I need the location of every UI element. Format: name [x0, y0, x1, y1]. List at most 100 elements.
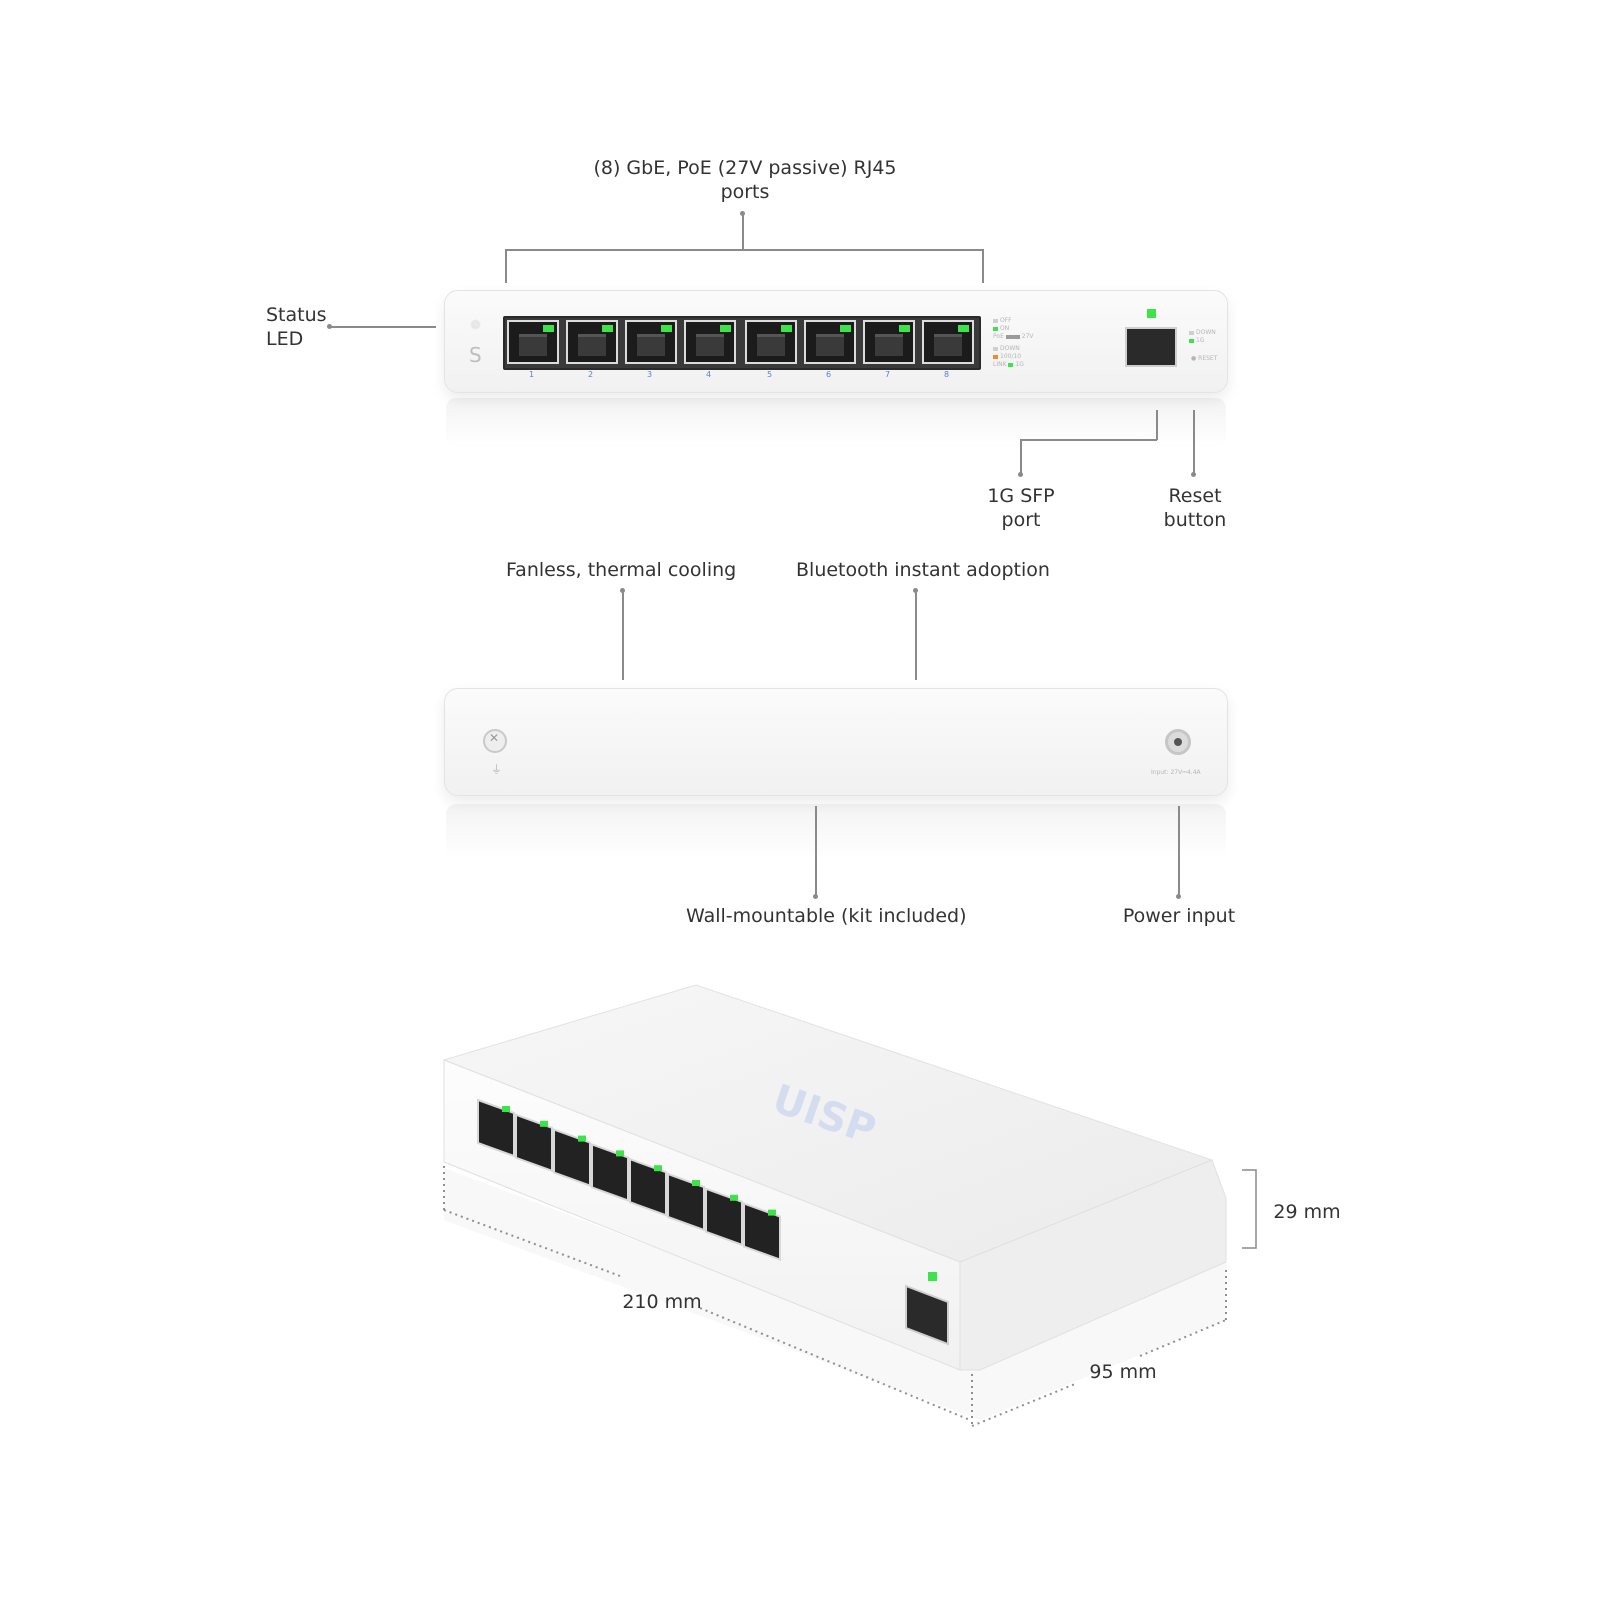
status-led	[472, 321, 479, 328]
dim-29-bracket	[1242, 1169, 1257, 1249]
power-callout-label: Power input	[1122, 905, 1236, 927]
port-led	[840, 325, 851, 332]
sfp-callout-line2: port	[1001, 509, 1041, 531]
port-led	[781, 325, 792, 332]
sfp-callout-line1: 1G SFP	[987, 485, 1055, 507]
port-led	[958, 325, 969, 332]
status-led-line2: LED	[266, 328, 304, 350]
iso-port-led	[730, 1194, 738, 1201]
ports-bracket-top	[505, 249, 983, 251]
rj45-port-8[interactable]	[922, 320, 974, 364]
status-led-callout-dot	[327, 324, 332, 329]
dim-210-line-a	[443, 1209, 621, 1277]
reset-callout-line	[1193, 410, 1195, 473]
port-jack	[696, 334, 724, 356]
rj45-port-5[interactable]	[745, 320, 797, 364]
rj45-port-3[interactable]	[625, 320, 677, 364]
dimension-depth: 95 mm	[1089, 1361, 1157, 1383]
bluetooth-callout-label: Bluetooth instant adoption	[796, 559, 1050, 581]
sfp-callout-dot	[1018, 472, 1023, 477]
reset-callout-line2: button	[1163, 509, 1227, 531]
iso-port-led	[768, 1209, 776, 1216]
ground-screw-icon	[483, 729, 507, 753]
status-led-callout: Status LED	[266, 303, 327, 351]
device-logo-s: S	[469, 343, 482, 367]
port-led	[720, 325, 731, 332]
dimension-height: 29 mm	[1273, 1201, 1341, 1223]
port-led	[661, 325, 672, 332]
port-number-label: 6	[826, 370, 832, 379]
fanless-callout-line	[622, 590, 624, 680]
iso-port-led	[692, 1180, 700, 1186]
dimension-length: 210 mm	[622, 1291, 702, 1313]
sfp-callout-drop	[1020, 439, 1022, 473]
rj45-port-2[interactable]	[566, 320, 618, 364]
ports-bracket-right	[982, 249, 984, 283]
power-callout-line	[1178, 806, 1180, 896]
front-view-device: S OFF ON PoE 27V DOWN 100/10 LINK 1G DOW…	[444, 290, 1228, 393]
rear-reflection	[446, 804, 1226, 859]
dim-210-line-b	[699, 1307, 971, 1421]
reset-callout-label: Reset button	[1136, 484, 1254, 532]
iso-sfp-port	[905, 1284, 949, 1346]
sfp-port[interactable]	[1125, 327, 1177, 367]
rear-view-device: ⏚ Input: 27V⎓4.4A	[444, 688, 1228, 796]
status-led-line1: Status	[266, 304, 327, 326]
sfp-callout-vertical	[1156, 410, 1158, 440]
port-led	[543, 325, 554, 332]
iso-sfp-led	[928, 1272, 937, 1281]
iso-port-led	[540, 1120, 548, 1127]
ports-callout-line1: (8) GbE, PoE (27V passive) RJ45	[593, 157, 897, 179]
link-legend: DOWN 100/10 LINK 1G	[993, 345, 1024, 368]
reset-callout-line1: Reset	[1168, 485, 1222, 507]
reset-callout-dot	[1191, 472, 1196, 477]
iso-port-led	[578, 1135, 586, 1142]
port-led	[602, 325, 613, 332]
iso-port-led	[502, 1106, 510, 1112]
port-number-label: 7	[885, 370, 891, 379]
port-number-label: 4	[706, 370, 712, 379]
iso-port-led	[616, 1150, 624, 1157]
reset-label: RESET	[1198, 355, 1218, 362]
iso-reflection	[444, 1168, 1226, 1420]
dim-95-line-a	[971, 1383, 1076, 1427]
rj45-port-7[interactable]	[863, 320, 915, 364]
status-led-callout-line	[330, 326, 436, 328]
sfp-callout-label: 1G SFP port	[960, 484, 1082, 532]
port-number-label: 8	[944, 370, 950, 379]
wall-mount-callout-label: Wall-mountable (kit included)	[686, 905, 967, 927]
port-number-label: 1	[529, 370, 535, 379]
rj45-port-4[interactable]	[684, 320, 736, 364]
rj45-port-1[interactable]	[507, 320, 559, 364]
port-jack	[875, 334, 903, 356]
iso-right-face	[959, 1159, 1227, 1371]
power-spec-label: Input: 27V⎓4.4A	[1151, 769, 1201, 776]
sfp-callout-horizontal	[1020, 439, 1157, 441]
port-jack	[637, 334, 665, 356]
ports-callout-label: (8) GbE, PoE (27V passive) RJ45 ports	[560, 156, 930, 204]
port-jack	[578, 334, 606, 356]
port-number-label: 5	[767, 370, 773, 379]
ports-callout-line2: ports	[720, 181, 770, 203]
reset-button[interactable]: ● RESET	[1191, 355, 1218, 362]
power-jack[interactable]	[1165, 729, 1191, 755]
wall-mount-callout-dot	[813, 894, 818, 899]
port-jack	[519, 334, 547, 356]
ground-symbol-icon: ⏚	[491, 763, 502, 776]
wall-mount-callout-line	[815, 806, 817, 896]
sfp-legend: DOWN 1G	[1189, 329, 1216, 345]
ports-callout-stem	[742, 213, 744, 250]
port-led	[899, 325, 910, 332]
poe-legend: OFF ON PoE 27V	[993, 317, 1034, 340]
iso-port-led	[654, 1165, 662, 1172]
rj45-port-6[interactable]	[804, 320, 856, 364]
port-number-label: 2	[588, 370, 594, 379]
port-jack	[816, 334, 844, 356]
sfp-status-led	[1147, 309, 1156, 318]
port-number-label: 3	[647, 370, 653, 379]
port-jack	[934, 334, 962, 356]
port-jack	[757, 334, 785, 356]
power-callout-dot	[1176, 894, 1181, 899]
fanless-callout-label: Fanless, thermal cooling	[506, 559, 737, 581]
